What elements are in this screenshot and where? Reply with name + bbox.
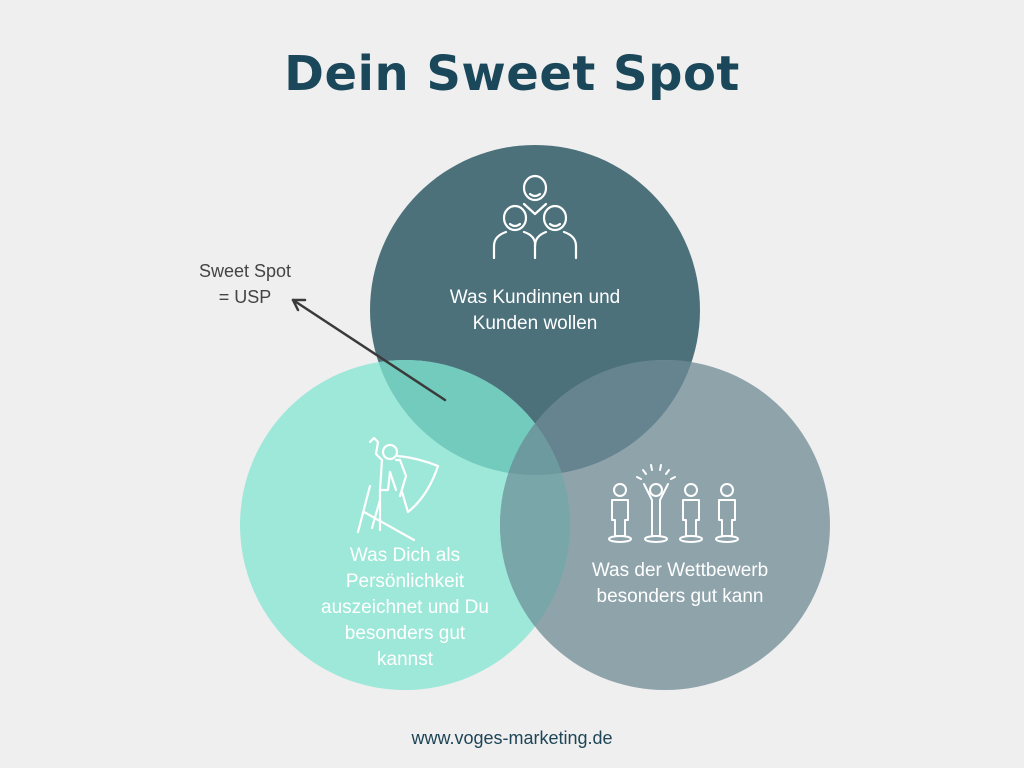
label-line: auszeichnet und Du xyxy=(321,597,489,618)
people-group-icon xyxy=(492,174,578,260)
sweet-spot-arrow xyxy=(291,298,447,402)
label-line: Was der Wettbewerb xyxy=(591,560,769,581)
label-line: kannst xyxy=(377,649,433,670)
usp-annotation: Sweet Spot = USP xyxy=(190,258,300,310)
label-line: besonders gut xyxy=(344,623,466,644)
label-line: Was Dich als xyxy=(349,545,461,566)
overlap-customers-personality xyxy=(370,360,570,475)
label-line: Persönlichkeit xyxy=(345,571,465,592)
standout-person-icon xyxy=(608,464,739,543)
label-line: besonders gut kann xyxy=(596,586,764,607)
label-line: Was Kundinnen und xyxy=(449,287,621,308)
label-line: Kunden wollen xyxy=(472,313,598,334)
label-personality: Was Dich als Persönlichkeit auszeichnet … xyxy=(280,543,530,673)
website-url: www.voges-marketing.de xyxy=(411,728,613,748)
overlap-customers-competition xyxy=(500,360,700,475)
label-competition: Was der Wettbewerb besonders gut kann xyxy=(555,558,805,610)
usp-line-2: = USP xyxy=(218,287,272,307)
superhero-climber-icon xyxy=(356,436,440,542)
label-customers: Was Kundinnen und Kunden wollen xyxy=(405,285,665,337)
page-title: Dein Sweet Spot xyxy=(284,46,740,102)
usp-line-1: Sweet Spot xyxy=(198,261,292,281)
